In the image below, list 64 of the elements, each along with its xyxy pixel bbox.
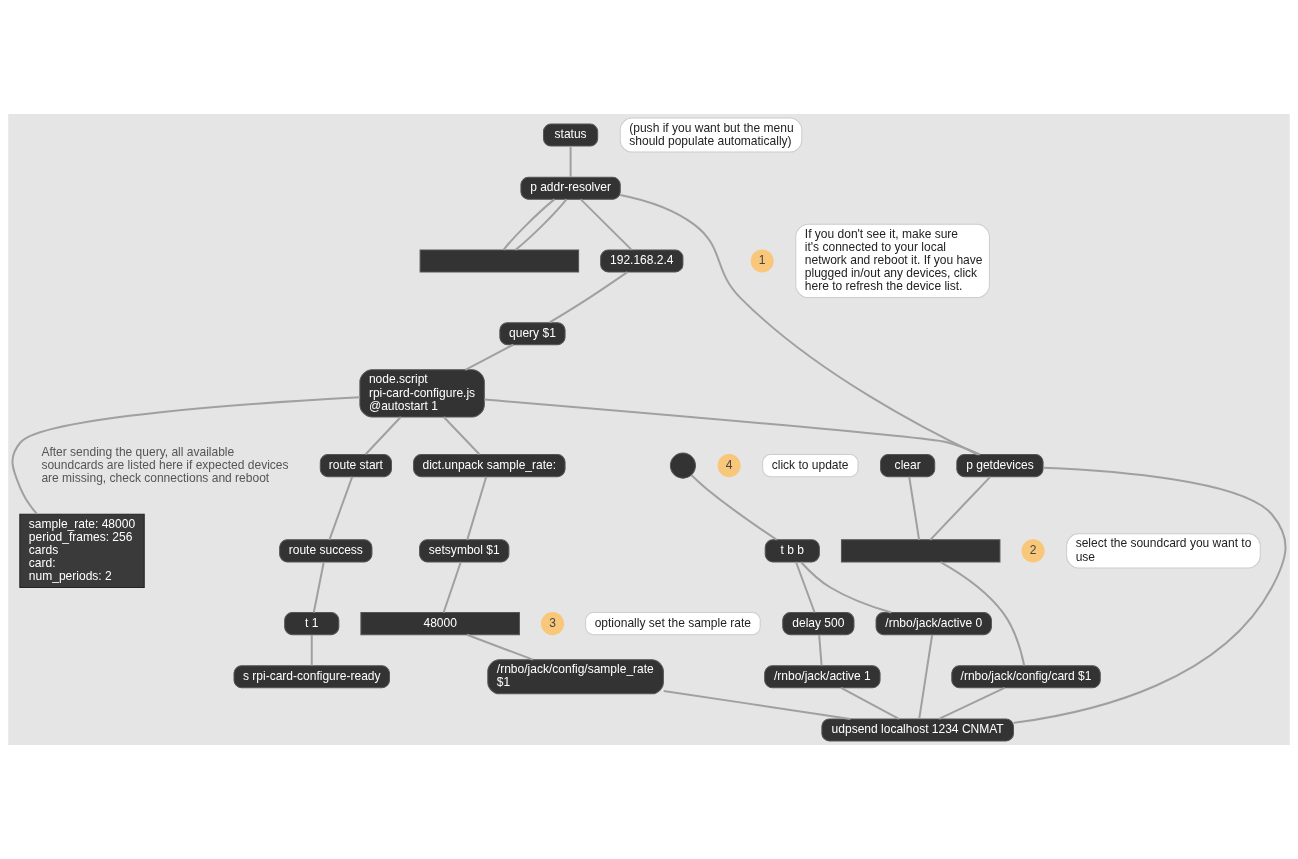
node-circle: 2 xyxy=(1021,539,1045,563)
connector xyxy=(464,343,514,371)
connector xyxy=(908,476,921,540)
node-box: click to update xyxy=(762,454,859,478)
connector xyxy=(310,634,313,666)
node-box: t b b xyxy=(764,539,820,563)
connector xyxy=(1013,466,1287,724)
connector xyxy=(466,476,488,541)
node-box: sample_rate: 48000 period_frames: 256 cards card: num_periods: 2 xyxy=(19,513,145,588)
node-box: p getdevices xyxy=(956,454,1044,478)
node-box xyxy=(840,539,1001,563)
node-box: status xyxy=(543,123,599,147)
node-box: /rnbo/jack/active 1 xyxy=(764,665,881,689)
node-box: 192.168.2.4 xyxy=(600,249,684,273)
connector xyxy=(840,687,900,720)
connector xyxy=(918,634,934,720)
node-box: p addr-resolver xyxy=(520,176,621,200)
node-box: route start xyxy=(319,454,392,478)
node-circle: 4 xyxy=(717,454,741,478)
node-box: clear xyxy=(880,454,936,478)
node-box: setsymbol $1 xyxy=(419,539,510,563)
node-box: dict.unpack sample_rate: xyxy=(413,454,566,478)
connector xyxy=(442,561,462,613)
connector xyxy=(938,687,1006,720)
connector xyxy=(940,561,1026,666)
node-circle: 3 xyxy=(541,612,565,636)
connector xyxy=(443,416,481,455)
connector xyxy=(328,476,354,541)
connector xyxy=(620,193,979,456)
node-box: node.script rpi-card-configure.js @autostart 1 xyxy=(359,369,485,418)
connector xyxy=(929,476,991,541)
connector xyxy=(502,198,555,251)
connector xyxy=(312,561,325,613)
node-box: route success xyxy=(279,539,373,563)
connector xyxy=(800,561,892,614)
connector xyxy=(484,398,981,456)
node-box: query $1 xyxy=(499,322,566,346)
node-box: s rpi-card-configure-ready xyxy=(233,665,390,689)
connector xyxy=(690,474,778,541)
connector xyxy=(364,416,402,455)
node-circle: 1 xyxy=(750,249,774,273)
node-box: /rnbo/jack/config/card $1 xyxy=(951,665,1101,689)
connector xyxy=(818,634,823,666)
connector xyxy=(514,198,568,251)
node-box: /rnbo/jack/config/sample_rate $1 xyxy=(487,659,664,695)
connector xyxy=(795,561,816,613)
label: After sending the query, all available soundcards are listed here if expected devices are missing, check connections and reboot xyxy=(41,444,289,485)
node-box: select the soundcard you want to use xyxy=(1066,533,1261,569)
node-box: delay 500 xyxy=(782,612,855,636)
node-circle xyxy=(669,452,696,479)
node-box: udpsend localhost 1234 CNMAT xyxy=(821,718,1014,742)
connector xyxy=(549,271,628,324)
node-box: /rnbo/jack/active 0 xyxy=(875,612,992,636)
connector xyxy=(466,633,534,661)
connector xyxy=(569,146,572,177)
node-box: optionally set the sample rate xyxy=(585,612,761,636)
connector xyxy=(663,689,851,720)
node-box: t 1 xyxy=(284,612,340,636)
connector xyxy=(11,396,360,515)
node-box xyxy=(419,249,580,273)
connector xyxy=(580,198,633,251)
node-box: 48000 xyxy=(360,612,520,636)
node-box: (push if you want but the menu should populate automatically) xyxy=(619,117,803,153)
node-box: If you don't see it, make sure it's connected to your local network and reboot it. If you have plugged in/out any devices, click here to refresh the device list. xyxy=(795,223,990,299)
